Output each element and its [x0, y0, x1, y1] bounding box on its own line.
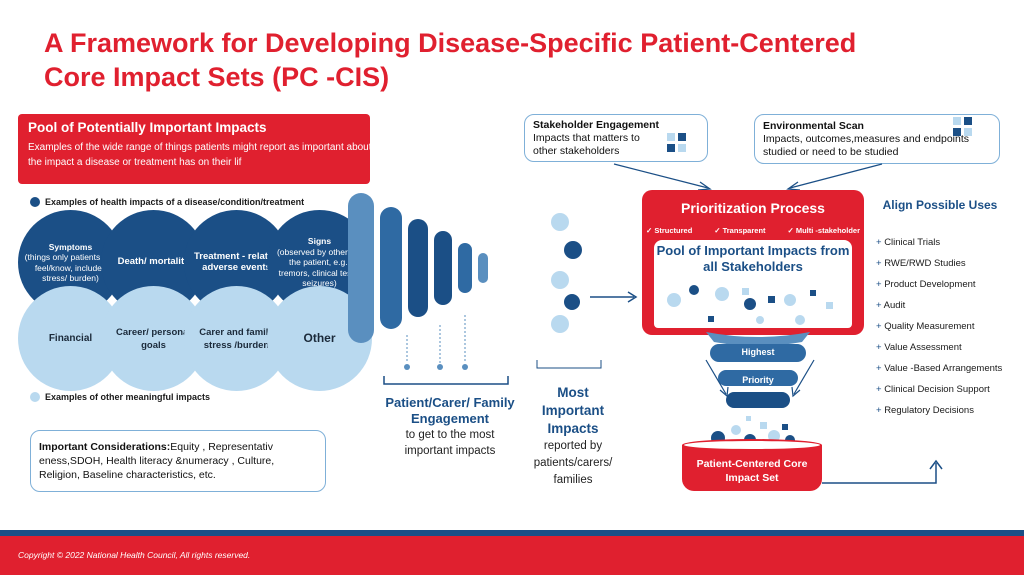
check-multi-stakeholder: ✓ Multi -stakeholder	[787, 226, 860, 235]
legend-health: Examples of health impacts of a disease/…	[30, 197, 304, 207]
impact-symptoms-title: Symptoms	[48, 241, 93, 252]
legend-other-label: Examples of other meaningful impacts	[45, 392, 211, 402]
env-scan-heading: Environmental Scan	[763, 120, 864, 132]
use-item: + Value Assessment	[876, 342, 962, 353]
engagement-text: to get to the most important impacts	[404, 429, 496, 457]
core-impact-set-label: Patient-Centered Core Impact Set	[696, 458, 808, 484]
env-scan-text: Impacts, outcomes,measures and endpoints…	[763, 133, 970, 158]
title-line-2: Core Impact Sets (PC -CIS)	[44, 62, 390, 92]
pool-of-impacts-label: Pool of Important Impacts from all Stake…	[656, 243, 850, 274]
cylinder-top	[682, 439, 822, 451]
navy-dot-icon	[30, 197, 40, 207]
impact-signs-title: Signs	[307, 236, 332, 247]
impact-death-title: Death/ mortality	[117, 256, 190, 268]
align-uses-list: + Clinical Trials + RWE/RWD Studies + Pr…	[876, 237, 1011, 426]
pool-heading: Pool of Potentially Important Impacts	[28, 120, 267, 135]
impact-financial-label: Financial	[48, 333, 93, 344]
most-important-heading: Most Important Impacts	[541, 385, 605, 436]
most-important-block: Most Important Impacts reported by patie…	[530, 384, 616, 489]
arrow-to-uses-icon	[822, 459, 943, 484]
core-impact-set-box: Patient-Centered Core Impact Set	[682, 439, 822, 491]
legend-health-label: Examples of health impacts of a disease/…	[45, 197, 305, 207]
impact-dots-column	[551, 213, 582, 333]
footer-stripe	[0, 530, 1024, 536]
engagement-heading: Patient/Carer/ Family Engagement	[385, 395, 515, 426]
use-item: + Product Development	[876, 279, 976, 290]
stakeholder-squares-icon	[667, 133, 686, 152]
use-item: + Value -Based Arrangements	[876, 363, 1003, 374]
check-transparent: ✓ Transparent	[714, 226, 766, 235]
funnel-highest-label: Highest	[741, 347, 775, 357]
input-arrows	[613, 163, 883, 191]
align-uses-heading: Align Possible Uses	[882, 198, 998, 212]
prioritization-checks: ✓ Structured ✓ Transparent ✓ Multi -stak…	[646, 226, 860, 235]
engagement-block: Patient/Carer/ Family Engagement to get …	[382, 395, 518, 459]
copyright-text: Copyright © 2022 National Health Council…	[18, 550, 251, 560]
use-item: + Regulatory Decisions	[876, 405, 974, 416]
impact-carer-label: Carer and family stress /burden	[199, 326, 274, 351]
dot-1	[404, 364, 410, 370]
env-scan-squares-icon	[953, 117, 972, 136]
bar-3	[408, 219, 428, 317]
use-item: + Audit	[876, 300, 906, 311]
bar-1	[348, 193, 374, 343]
legend-other: Examples of other meaningful impacts	[30, 392, 210, 402]
impact-adverse-title: Treatment - related adverse events	[194, 251, 279, 273]
impact-career-label: Career/ personal goals	[116, 326, 191, 351]
dot-3	[462, 364, 468, 370]
considerations-box: Important Considerations:Equity , Repres…	[30, 430, 326, 492]
pool-of-impacts-panel	[654, 240, 852, 328]
bar-6	[478, 253, 488, 283]
arrow-to-prioritization-icon	[590, 291, 638, 303]
funnel-priority-label: Priority	[742, 375, 774, 385]
considerations-text: Equity , Representativ eness,SDOH, Healt…	[39, 441, 275, 481]
pool-header-box: Pool of Potentially Important Impacts Ex…	[18, 114, 370, 184]
title-line-1: A Framework for Developing Disease-Speci…	[44, 28, 857, 58]
impact-other-label: Other	[303, 331, 336, 345]
use-item: + Clinical Trials	[876, 237, 941, 248]
stakeholder-heading: Stakeholder Engagement	[533, 119, 660, 131]
bar-5	[458, 243, 472, 293]
use-item: + Clinical Decision Support	[876, 384, 990, 395]
dot-2	[437, 364, 443, 370]
most-important-bracket	[536, 360, 602, 369]
pool-description: Examples of the wide range of things pat…	[28, 142, 370, 168]
use-item: + Quality Measurement	[876, 321, 975, 332]
prioritization-box: Prioritization Process ✓ Structured ✓ Tr…	[642, 190, 864, 335]
bar-4	[434, 231, 452, 305]
impact-signs-text: (observed by others or the patient, e.g.…	[276, 246, 363, 289]
narrowing-bars-graphic	[348, 193, 488, 370]
environmental-scan-box: Environmental Scan Impacts, outcomes,mea…	[754, 114, 1000, 164]
light-dot-icon	[30, 392, 40, 402]
bar-2	[380, 207, 402, 329]
page-title: A Framework for Developing Disease-Speci…	[44, 26, 994, 94]
check-structured: ✓ Structured	[646, 226, 693, 235]
stakeholder-engagement-box: Stakeholder Engagement Impacts that matt…	[524, 114, 708, 162]
stakeholder-text: Impacts that matters to other stakeholde…	[533, 132, 640, 157]
use-item: + RWE/RWD Studies	[876, 258, 966, 269]
considerations-heading: Important Considerations:	[39, 441, 171, 453]
most-important-text: reported by patients/carers/ families	[533, 440, 613, 486]
prioritization-heading: Prioritization Process	[681, 200, 825, 216]
footer: Copyright © 2022 National Health Council…	[0, 536, 1024, 575]
impact-symptoms-text: (things only patients can feel/know, inc…	[24, 252, 117, 283]
engagement-bracket	[383, 376, 509, 385]
